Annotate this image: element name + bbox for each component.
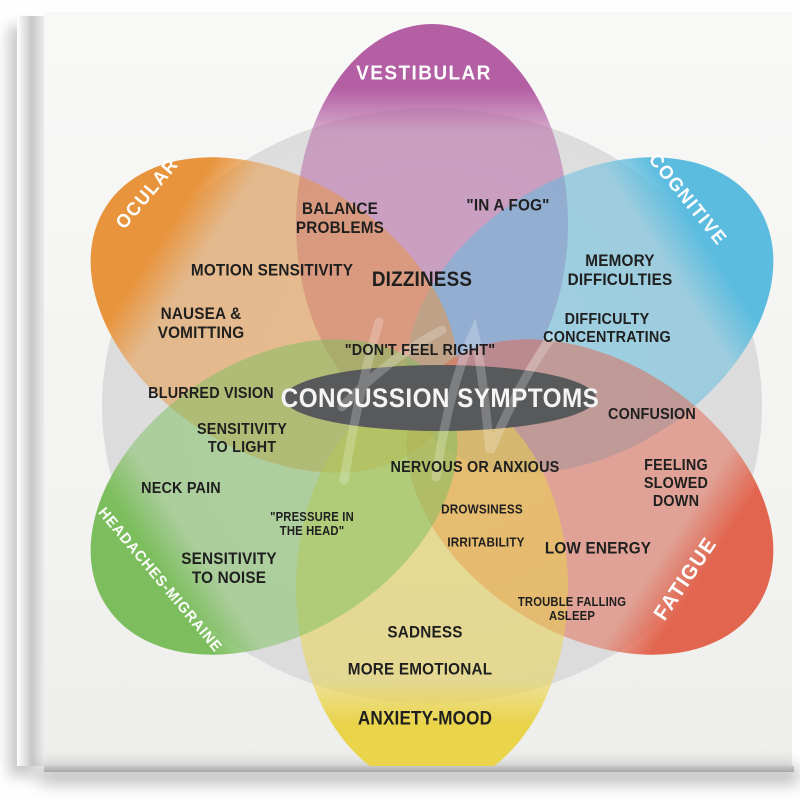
symptom-more-emotional: MORE EMOTIONAL bbox=[347, 659, 493, 679]
symptom-sadness: SADNESS bbox=[387, 622, 463, 642]
symptom-nervous-or-anxious: NERVOUS OR ANXIOUS bbox=[390, 459, 560, 477]
symptom-low-energy: LOW ENERGY bbox=[544, 538, 652, 558]
symptom-trouble-falling-asleep: TROUBLE FALLING ASLEEP bbox=[517, 595, 627, 623]
symptom-balance-problems: BALANCE PROBLEMS bbox=[295, 198, 385, 237]
symptom-drowsiness: DROWSINESS bbox=[441, 501, 523, 517]
symptom-dizziness: DIZZINESS bbox=[371, 268, 473, 292]
symptom-dont-feel-right: "DON'T FEEL RIGHT" bbox=[344, 342, 496, 360]
symptom-motion-sensitivity: MOTION SENSITIVITY bbox=[190, 260, 354, 280]
center-title: CONCUSSION SYMPTOMS bbox=[280, 382, 600, 413]
canvas-left-edge bbox=[17, 16, 44, 766]
symptom-sensitivity-to-noise: SENSITIVITY TO NOISE bbox=[181, 548, 277, 587]
symptom-difficulty-concentrating: DIFFICULTY CONCENTRATING bbox=[543, 311, 671, 346]
symptom-sensitivity-to-light: SENSITIVITY TO LIGHT bbox=[197, 421, 287, 456]
canvas-bottom-edge bbox=[44, 766, 794, 772]
canvas-face: CONCUSSION SYMPTOMS VESTIBULAR OCULAR CO… bbox=[44, 12, 792, 766]
symptom-feeling-slowed-down: FEELING SLOWED DOWN bbox=[643, 457, 709, 510]
symptom-confusion: CONFUSION bbox=[607, 406, 697, 424]
symptom-pressure-in-head: "PRESSURE IN THE HEAD" bbox=[270, 510, 354, 538]
symptom-irritability: IRRITABILITY bbox=[447, 534, 525, 550]
symptom-memory-difficulties: MEMORY DIFFICULTIES bbox=[567, 250, 673, 289]
center-ellipse: CONCUSSION SYMPTOMS bbox=[281, 365, 599, 431]
symptom-nausea-vomitting: NAUSEA & VOMITTING bbox=[157, 303, 245, 342]
symptom-blurred-vision: BLURRED VISION bbox=[148, 385, 274, 403]
symptom-in-a-fog: "IN A FOG" bbox=[466, 195, 550, 215]
symptom-neck-pain: NECK PAIN bbox=[141, 480, 221, 498]
category-label-anxiety-mood: ANXIETY-MOOD bbox=[357, 708, 493, 730]
category-label-vestibular: VESTIBULAR bbox=[356, 62, 492, 85]
